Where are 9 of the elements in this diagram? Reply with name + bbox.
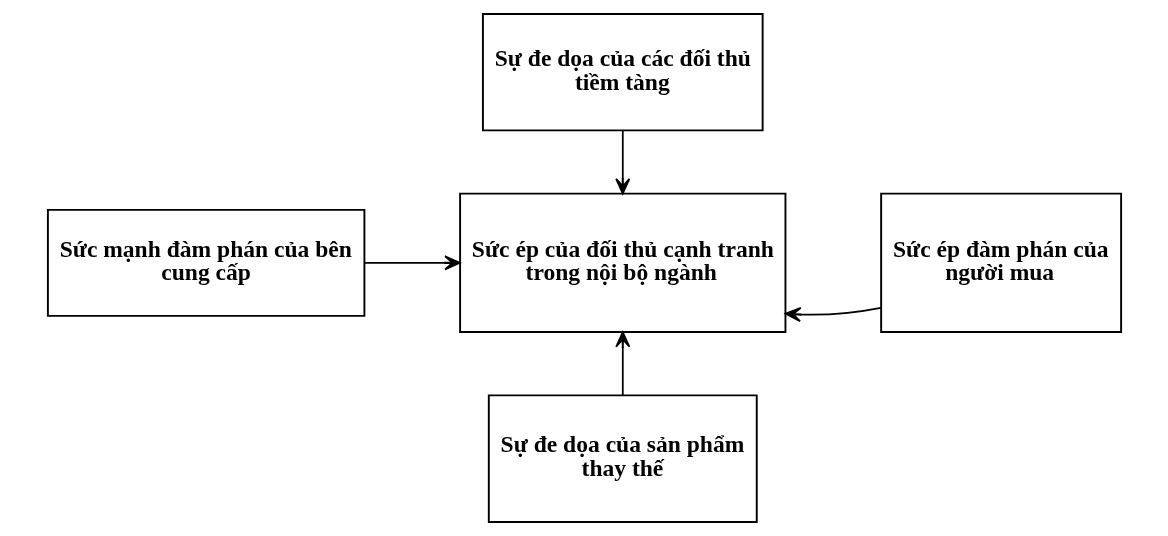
node-box: Sức ép đàm phán của người mua — [879, 192, 1122, 333]
arrow — [363, 255, 461, 271]
node-box: Sự đe dọa của sản phẩm thay thế — [487, 394, 758, 523]
arrow — [614, 129, 630, 195]
arrow — [784, 307, 882, 323]
arrow — [614, 331, 630, 397]
node-box: Sức ép của đối thủ cạnh tranh trong nội bộ ngành — [458, 192, 786, 333]
node-box: Sự đe dọa của các đối thủ tiềm tàng — [481, 13, 764, 132]
node-box: Sức mạnh đàm phán của bên cung cấp — [46, 208, 365, 317]
